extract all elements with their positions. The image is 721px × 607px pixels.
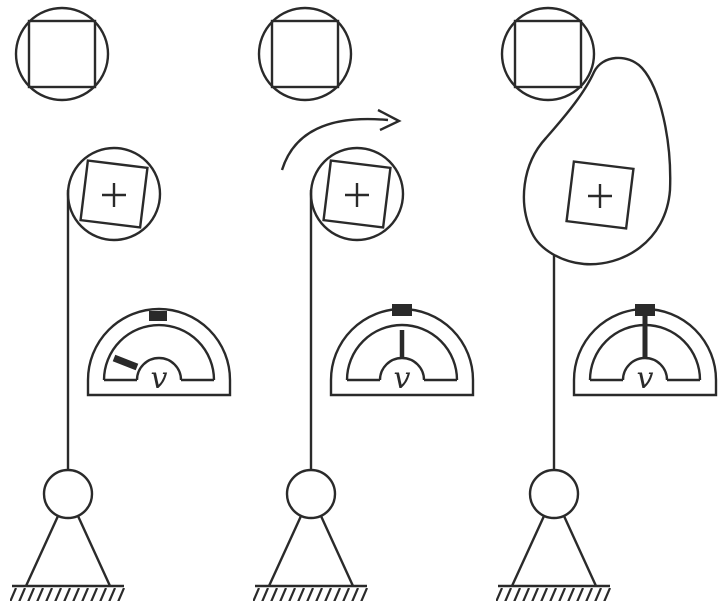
rotation-arrow-icon [280, 108, 402, 171]
gauge-marker [392, 304, 412, 316]
gauge-symbol: v [394, 361, 411, 396]
gauge-symbol: v [637, 361, 654, 396]
pivot-support [10, 468, 126, 601]
panel-left: v [10, 6, 232, 601]
gauge-marker [149, 311, 167, 321]
ground-hatch [253, 588, 369, 601]
ground-hatch [10, 588, 126, 601]
pivot-support [496, 468, 612, 601]
pivot-support [253, 468, 369, 601]
upper-square-in-circle-icon [14, 6, 110, 102]
panel-middle: v [253, 6, 475, 601]
panel-right: v [496, 6, 718, 601]
upper-square-in-circle-icon [500, 6, 596, 102]
gauge-symbol: v [151, 361, 168, 396]
gauge-meter: v [572, 304, 718, 397]
lower-plus-square-in-circle-icon [309, 146, 405, 242]
ground-hatch [496, 588, 612, 601]
upper-square-in-circle-icon [257, 6, 353, 102]
gauge-marker [635, 304, 655, 316]
lower-plus-square-in-teardrop-icon [522, 56, 672, 266]
gauge-meter: v [329, 304, 475, 397]
gauge-meter: v [86, 307, 232, 397]
lower-plus-square-in-circle-icon [66, 146, 162, 242]
gauge-needle [112, 354, 139, 371]
